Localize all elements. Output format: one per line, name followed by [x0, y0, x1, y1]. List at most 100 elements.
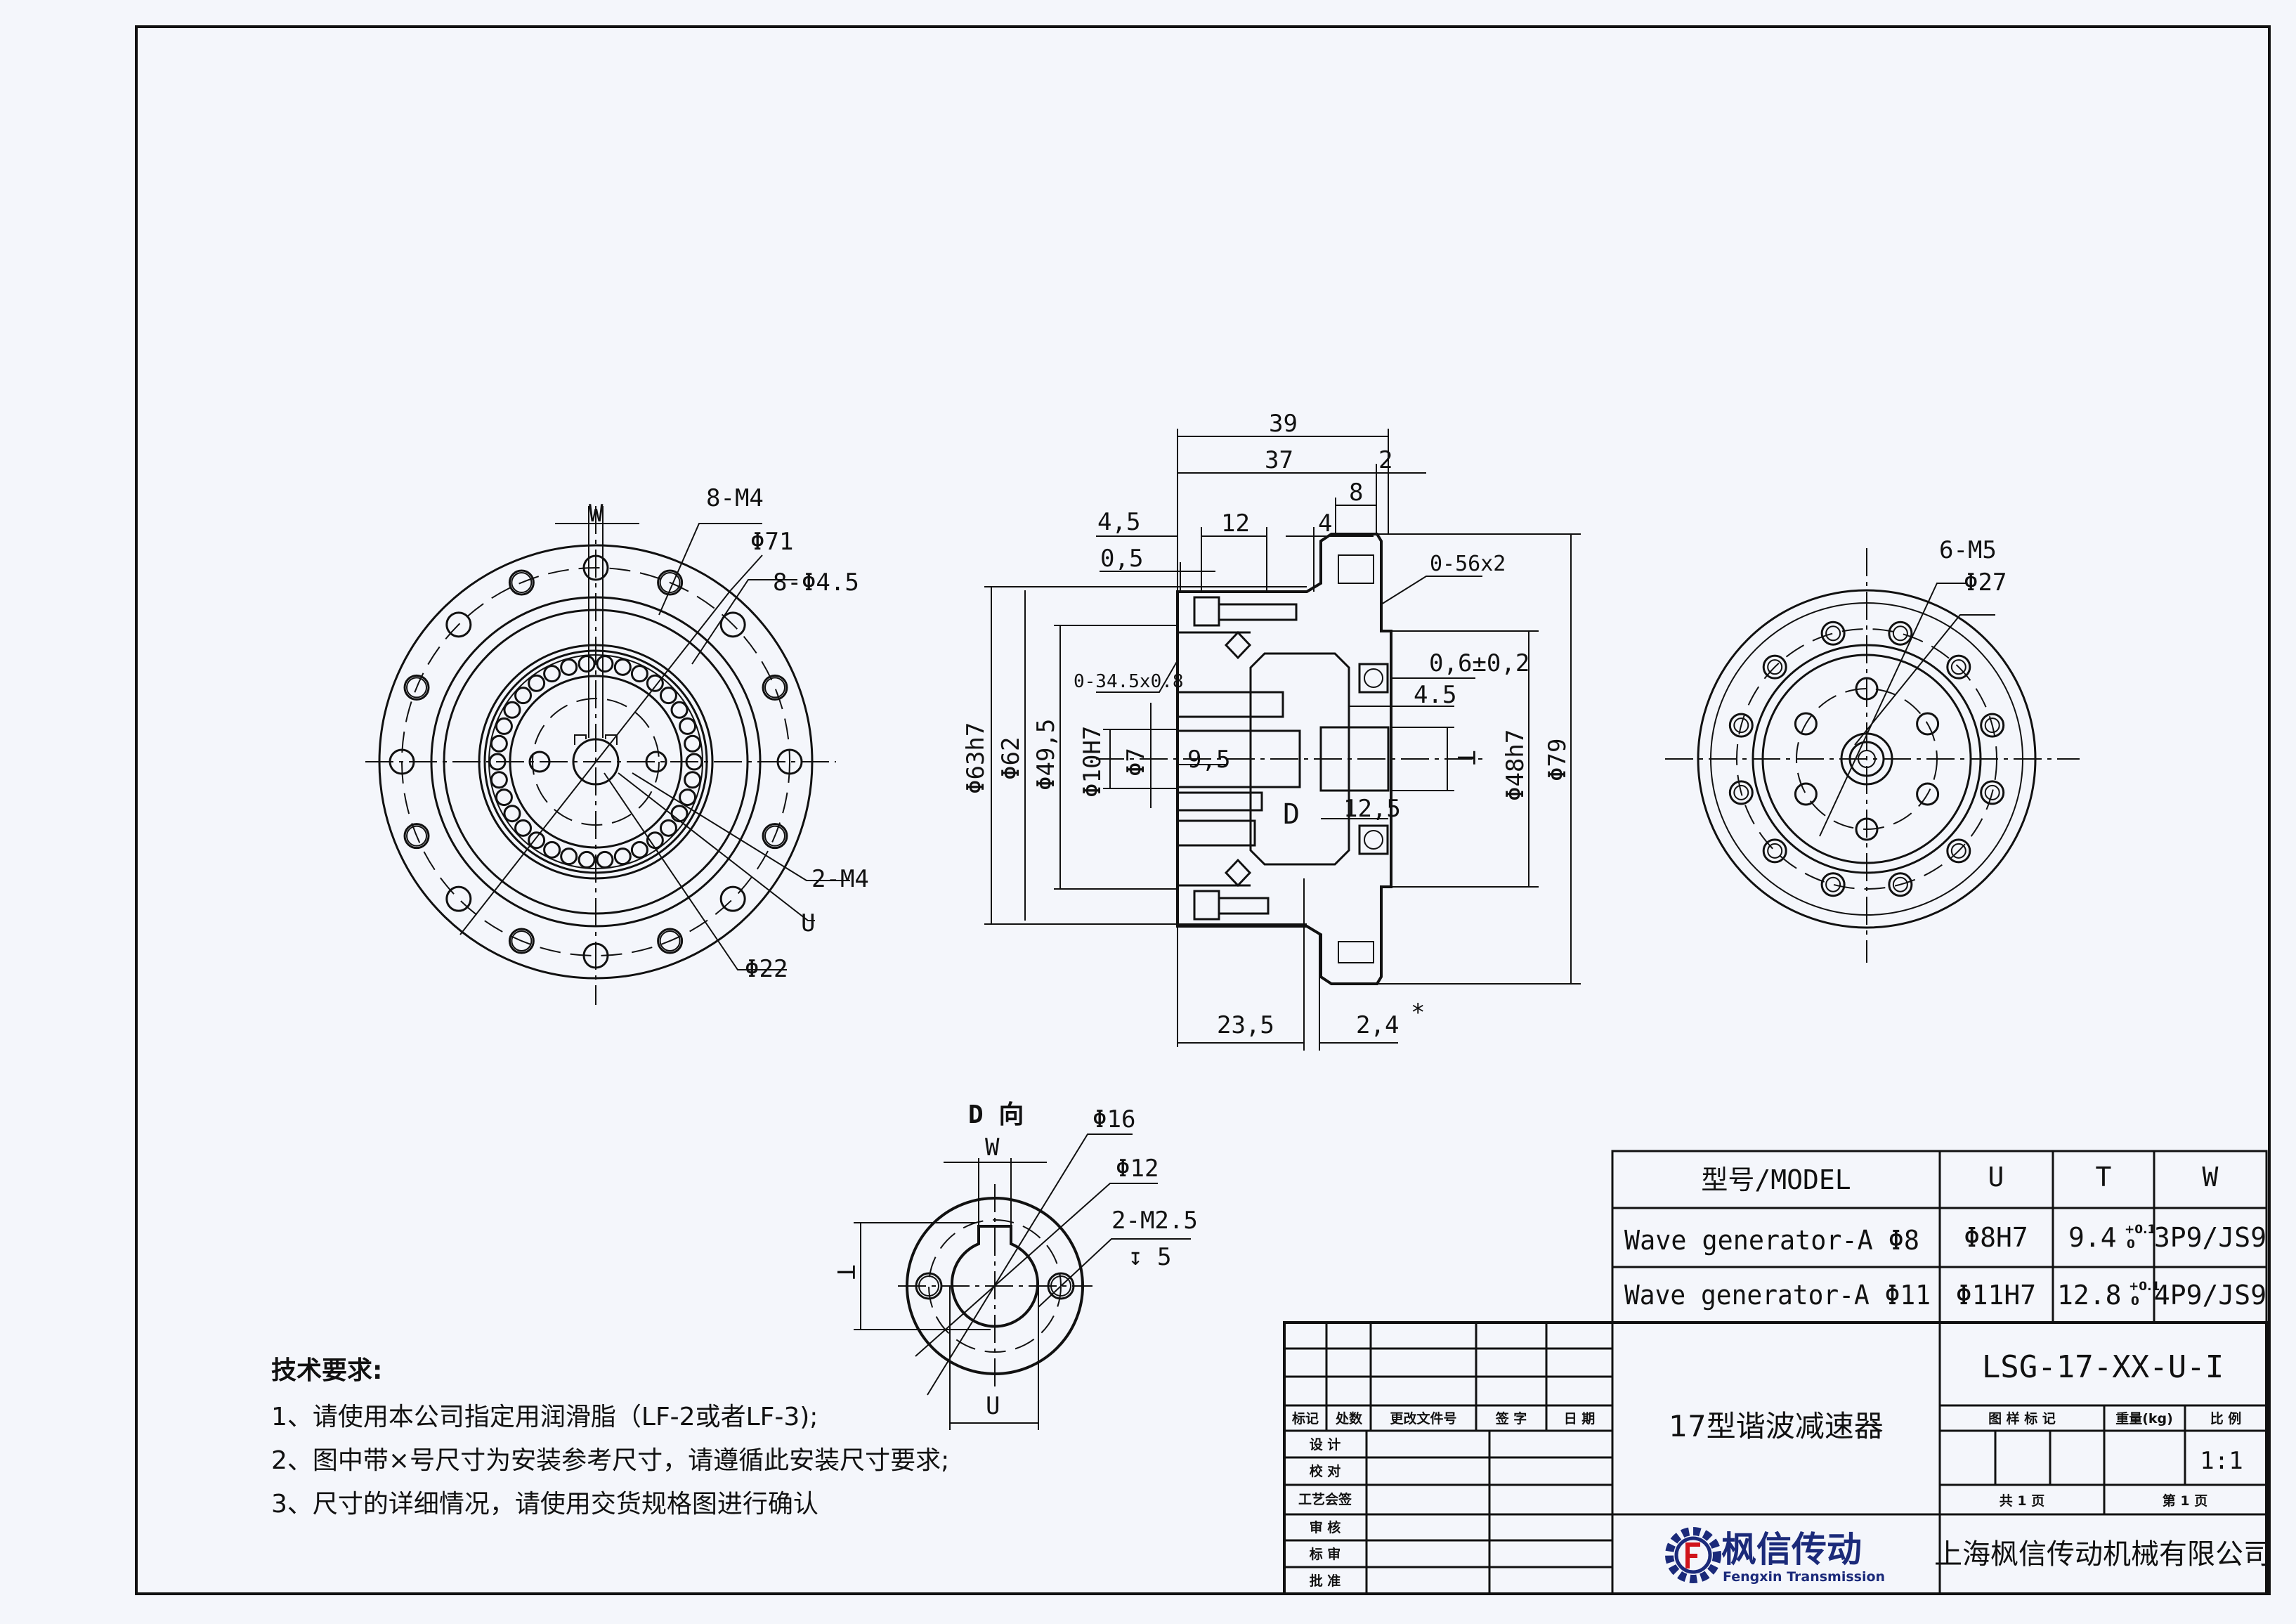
- bearing-ball: [679, 788, 697, 807]
- bearing-ball: [560, 847, 578, 866]
- label-oring-34-5: 0-34.5x0.8: [1074, 671, 1184, 692]
- w-header: W: [2203, 1162, 2219, 1193]
- bolt-hole-inner: [1733, 717, 1749, 734]
- model-cell: Wave generator-A Φ8: [1624, 1225, 1919, 1256]
- d-view-dim-t: T: [831, 1265, 859, 1279]
- scale-value: 1:1: [2200, 1447, 2243, 1475]
- bolt-hole-thread: [406, 825, 428, 847]
- tb-scale-label: 比 例: [2210, 1410, 2242, 1427]
- tb-weight-label: 重量(kg): [2115, 1411, 2173, 1427]
- label-8-m4: 8-M4: [706, 484, 764, 512]
- t-cell: 9.4: [2068, 1222, 2117, 1253]
- model-header: 型号/MODEL: [1701, 1164, 1851, 1195]
- dim-phi7: Φ7: [1122, 748, 1150, 777]
- t-tolerance-lower: 0: [2127, 1238, 2135, 1252]
- dim-4-5b: 4.5: [1414, 681, 1456, 709]
- bolt-hole: [762, 823, 788, 850]
- dim-9-5: 9,5: [1187, 746, 1230, 774]
- dim-phi12: Φ12: [1116, 1155, 1159, 1183]
- bolt-hole-thread: [659, 572, 681, 594]
- dim-w: W: [589, 500, 604, 528]
- bearing-ball: [670, 805, 689, 823]
- dim-4: 4: [1318, 509, 1332, 538]
- bolt-hole: [776, 748, 803, 775]
- bearing-ball: [514, 687, 533, 705]
- bearing-ball: [659, 687, 677, 705]
- u-header: U: [1988, 1162, 2004, 1193]
- bolt-hole: [403, 674, 430, 701]
- bolt-hole: [1728, 713, 1754, 738]
- bolt-hole: [389, 748, 415, 775]
- w-cell: 4P9/JS9: [2154, 1280, 2266, 1311]
- dim-37: 37: [1265, 446, 1293, 474]
- logo-text-en: Fengxin Transmission: [1723, 1569, 1885, 1585]
- m5-hole: [1855, 817, 1879, 841]
- t-tolerance-lower: 0: [2131, 1294, 2139, 1308]
- tb-role-review: 审 核: [1310, 1519, 1341, 1535]
- d-view-dim-u: U: [986, 1392, 1000, 1420]
- bearing-ball: [543, 665, 561, 683]
- bearing-ball: [578, 850, 596, 869]
- dim-phi16: Φ16: [1092, 1105, 1135, 1133]
- tech-requirements-title: 技术要求:: [271, 1356, 382, 1385]
- total-pages: 共 1 页: [2000, 1493, 2044, 1509]
- product-name: 17型谐波减速器: [1669, 1409, 1883, 1443]
- bolt-hole-inner: [1733, 784, 1749, 800]
- bolt-hole: [508, 928, 535, 954]
- tech-requirement-3: 3、尺寸的详细情况，请使用交货规格图进行确认: [271, 1490, 818, 1519]
- bolt-hole-inner: [1892, 625, 1908, 642]
- bolt-hole: [1946, 654, 1971, 680]
- bolt-hole: [1728, 780, 1754, 805]
- w-cell: 3P9/JS9: [2154, 1222, 2266, 1253]
- bearing-ball: [670, 701, 689, 719]
- bolt-hole: [657, 928, 684, 954]
- dim-phi71: Φ71: [750, 528, 793, 556]
- dim-0-6: 0,6±0,2: [1429, 649, 1529, 677]
- bolt-hole-thread: [406, 677, 428, 699]
- view-d-marker: D: [1283, 798, 1300, 831]
- dim-2: 2: [1378, 446, 1392, 474]
- bolt-hole: [1820, 872, 1846, 897]
- bolt-hole-inner: [1825, 625, 1841, 642]
- t-tolerance-upper: +0.1: [2125, 1223, 2155, 1237]
- bolt-hole-thread: [511, 572, 533, 594]
- dim-u: U: [801, 909, 815, 937]
- bolt-hole-thread: [511, 930, 533, 951]
- bolt-hole: [1888, 621, 1913, 646]
- bolt-hole-inner: [1892, 876, 1908, 892]
- label-6-m5: 6-M5: [1939, 536, 1997, 564]
- bolt-hole: [1762, 838, 1787, 864]
- company-logo-icon: [1665, 1527, 1721, 1583]
- dim-4-5: 4,5: [1097, 508, 1140, 536]
- label-8-phi4-5: 8-Φ4.5: [773, 569, 859, 597]
- front-view-output-flange: [365, 506, 850, 1005]
- label-2-m4: 2-M4: [811, 865, 869, 893]
- rear-view-input: [1665, 548, 2080, 963]
- bearing-ball: [613, 658, 632, 676]
- bolt-hole-inner: [1767, 843, 1783, 859]
- dim-12-5: 12,5: [1343, 795, 1401, 823]
- tb-role-check: 校 对: [1310, 1463, 1341, 1479]
- drawing-frame: [135, 25, 2271, 1595]
- bolt-hole: [403, 823, 430, 850]
- bolt-hole-thread: [659, 930, 681, 951]
- drawing-number: LSG-17-XX-U-I: [1982, 1349, 2224, 1385]
- tb-role-process: 工艺会签: [1298, 1491, 1352, 1507]
- tb-role-design: 设 计: [1310, 1437, 1341, 1453]
- t-header: T: [2096, 1162, 2112, 1193]
- bolt-hole: [1888, 872, 1913, 897]
- bearing-ball: [679, 717, 697, 735]
- bearing-ball: [578, 655, 596, 673]
- bearing-ball: [495, 717, 513, 735]
- bearing-ball: [528, 831, 546, 850]
- tech-requirement-1: 1、请使用本公司指定用润滑脂（LF-2或者LF-3);: [271, 1403, 818, 1431]
- bolt-hole: [1946, 838, 1971, 864]
- dim-0-5: 0,5: [1100, 545, 1143, 573]
- bolt-hole: [1762, 654, 1787, 680]
- bolt-hole: [582, 942, 609, 969]
- dim-phi22: Φ22: [745, 955, 788, 983]
- bearing-ball: [596, 850, 614, 869]
- bolt-hole-inner: [1950, 843, 1966, 859]
- bearing-ball: [488, 753, 507, 771]
